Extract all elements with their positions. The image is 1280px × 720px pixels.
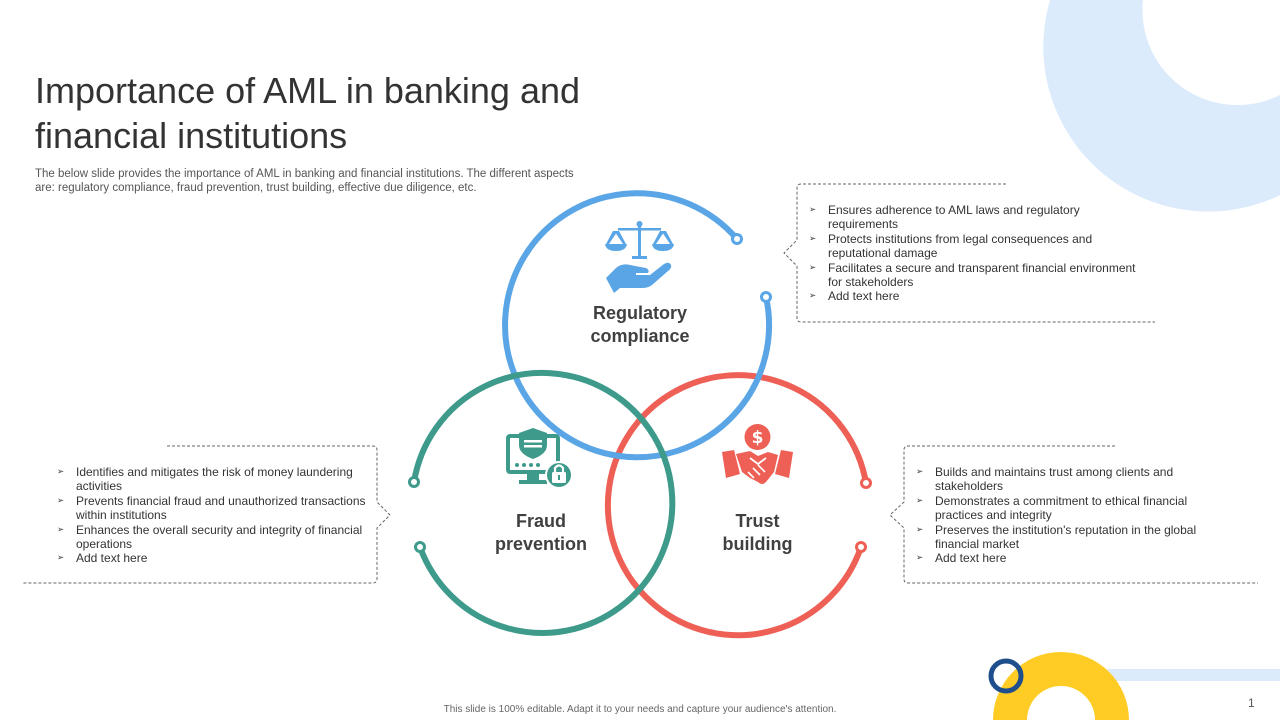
list-item: Demonstrates a commitment to ethical fin…: [915, 494, 1215, 523]
page-number: 1: [1248, 696, 1255, 710]
list-item: Facilitates a secure and transparent fin…: [808, 261, 1148, 290]
regulatory-arc-end-dot-top: [731, 233, 743, 245]
slide-subtitle: The below slide provides the importance …: [35, 168, 574, 194]
svg-text:$: $: [752, 428, 764, 448]
secure-computer-icon: [506, 428, 573, 489]
trust-arc-end-dot-top: [860, 477, 872, 489]
list-item: Protects institutions from legal consequ…: [808, 232, 1148, 261]
trust-label-line1: Trust: [735, 511, 780, 531]
trust-bullet-list: Builds and maintains trust among clients…: [915, 465, 1215, 566]
regulatory-callout-box: [783, 183, 1155, 323]
fraud-label-line2: prevention: [494, 534, 587, 554]
trust-arc-end-dot-bottom: [855, 541, 867, 553]
list-item: Preserves the institution's reputation i…: [915, 523, 1215, 552]
list-item: Enhances the overall security and integr…: [56, 523, 376, 552]
fraud-callout-box: [22, 445, 391, 584]
trust-label-line2: building: [722, 534, 793, 554]
trust-circle-arc: [604, 372, 869, 639]
list-item: Prevents financial fraud and unauthorize…: [56, 494, 376, 523]
fraud-circle-arc: [411, 370, 676, 636]
regulatory-circle-arc: [502, 190, 773, 461]
fraud-label-line1: Fraud: [515, 511, 566, 531]
regulatory-arc-end-dot-right: [760, 291, 772, 303]
scale-hand-icon: [605, 221, 674, 293]
list-item: Add text here: [808, 289, 1148, 304]
list-item: Add text here: [56, 551, 376, 566]
regulatory-label-line1: Regulatory: [592, 303, 688, 323]
handshake-dollar-icon: $: [722, 424, 793, 484]
slide-title: Importance of AML in banking and financi…: [35, 70, 581, 156]
list-item: Identifies and mitigates the risk of mon…: [56, 465, 376, 494]
fraud-bullet-list: Identifies and mitigates the risk of mon…: [56, 465, 376, 566]
list-item: Ensures adherence to AML laws and regula…: [808, 203, 1148, 232]
list-item: Builds and maintains trust among clients…: [915, 465, 1215, 494]
list-item: Add text here: [915, 551, 1215, 566]
fraud-arc-end-dot-bottom: [414, 541, 426, 553]
trust-building-label: Trust building: [690, 510, 825, 556]
regulatory-compliance-label: Regulatory compliance: [560, 302, 720, 348]
slide-footer-note: This slide is 100% editable. Adapt it to…: [443, 704, 837, 715]
regulatory-label-line2: compliance: [590, 326, 690, 346]
regulatory-bullet-list: Ensures adherence to AML laws and regula…: [808, 203, 1148, 304]
fraud-arc-end-dot-top: [408, 476, 420, 488]
fraud-prevention-label: Fraud prevention: [466, 510, 616, 556]
